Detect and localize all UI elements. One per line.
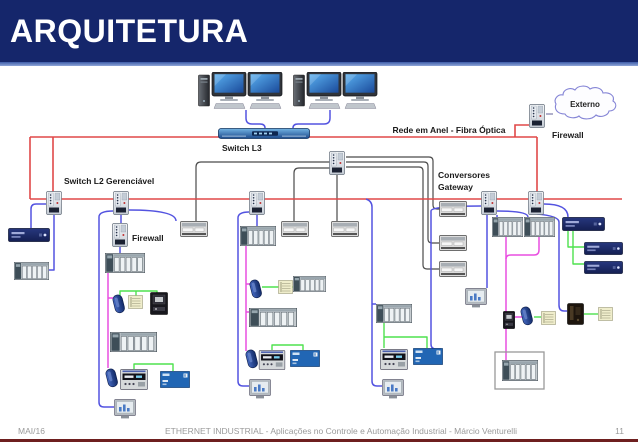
gateway-converter-icon bbox=[439, 201, 467, 217]
transmitter-icon bbox=[248, 278, 263, 300]
gateway-label-line1: Conversores bbox=[438, 170, 490, 180]
footer-date: MAI/16 bbox=[18, 425, 45, 436]
footer-page-number: 11 bbox=[615, 425, 624, 436]
diagram-area: Switch L3 Rede em Anel - Fibra Óptica Sw… bbox=[0, 66, 638, 422]
field-instrument-icon bbox=[541, 311, 556, 325]
devices bbox=[8, 72, 623, 419]
plc-icon bbox=[492, 217, 523, 237]
gateway-converter-icon bbox=[331, 221, 359, 237]
hmi-icon bbox=[382, 379, 404, 399]
gateway-label-line2: Gateway bbox=[438, 182, 473, 192]
firewall-left-label: Firewall bbox=[132, 233, 164, 243]
workstation-icon bbox=[198, 72, 283, 109]
field-instrument-icon bbox=[128, 295, 143, 309]
diagram-labels: Switch L3 Rede em Anel - Fibra Óptica Sw… bbox=[64, 100, 600, 243]
switch-l2-icon bbox=[528, 191, 544, 215]
slide-header: ARQUITETURA bbox=[0, 0, 638, 62]
switch-l3-icon bbox=[218, 128, 310, 139]
plc-icon bbox=[14, 262, 49, 280]
panel-frame bbox=[494, 351, 545, 390]
gateway-converter-icon bbox=[281, 221, 309, 237]
plc-icon bbox=[240, 226, 276, 246]
core-switch-icon bbox=[329, 151, 345, 175]
firewall-left-icon bbox=[112, 223, 128, 247]
field-instrument-icon bbox=[598, 307, 613, 321]
gateway-converter-icon bbox=[180, 221, 208, 237]
transmitter-icon bbox=[244, 348, 259, 370]
workstation-icon bbox=[293, 72, 378, 109]
io-panel-icon bbox=[413, 348, 443, 365]
gateway-converter-icon bbox=[439, 235, 467, 251]
transmitter-icon bbox=[111, 293, 126, 315]
device-link-lines bbox=[119, 231, 598, 371]
hmi-icon bbox=[114, 399, 136, 419]
switch-l2-icon bbox=[46, 191, 62, 215]
switch-l2-icon bbox=[481, 191, 497, 215]
switch-l2-icon bbox=[113, 191, 129, 215]
footer-caption: ETHERNET INDUSTRIAL - Aplicações no Cont… bbox=[165, 425, 517, 436]
switch-l3-label: Switch L3 bbox=[222, 143, 262, 153]
io-panel-icon bbox=[160, 371, 190, 388]
motor-device-icon bbox=[567, 303, 584, 325]
hmi-icon bbox=[249, 379, 271, 399]
fieldbus-lines bbox=[107, 237, 540, 368]
rack-server-icon bbox=[562, 217, 605, 231]
gateway-converter-icon bbox=[439, 261, 467, 277]
rack-server-icon bbox=[584, 261, 623, 274]
slide-footer: MAI/16 ETHERNET INDUSTRIAL - Aplicações … bbox=[0, 422, 638, 439]
vfd-drive-icon bbox=[120, 369, 148, 390]
field-instrument-icon bbox=[278, 280, 293, 294]
firewall-top-label: Firewall bbox=[552, 130, 584, 140]
field-device-icon bbox=[503, 311, 515, 329]
transmitter-icon bbox=[104, 367, 119, 389]
plc-icon bbox=[502, 360, 538, 381]
plc-icon bbox=[105, 253, 145, 273]
rack-server-icon bbox=[584, 242, 623, 255]
remote-io-icon bbox=[293, 276, 326, 292]
plc-icon bbox=[249, 308, 297, 327]
header-divider bbox=[0, 62, 638, 66]
page-title: ARQUITETURA bbox=[10, 12, 249, 49]
plc-icon bbox=[376, 304, 412, 323]
vfd-drive-icon bbox=[380, 349, 408, 370]
plc-icon bbox=[524, 217, 555, 237]
io-panel-icon bbox=[290, 350, 320, 367]
hmi-icon bbox=[465, 288, 487, 308]
motor-starter-icon bbox=[150, 292, 168, 315]
network-diagram: Switch L3 Rede em Anel - Fibra Óptica Sw… bbox=[8, 72, 623, 419]
transmitter-icon bbox=[519, 305, 534, 327]
external-cloud-label: Externo bbox=[570, 100, 600, 109]
switch-l2-icon bbox=[249, 191, 265, 215]
ring-label: Rede em Anel - Fibra Óptica bbox=[392, 124, 505, 135]
vfd-drive-icon bbox=[258, 350, 286, 370]
plc-icon bbox=[110, 332, 157, 352]
switch-l2-label: Switch L2 Gerenciável bbox=[64, 176, 154, 186]
ethernet-lines bbox=[30, 110, 569, 408]
firewall-top-icon bbox=[529, 104, 545, 128]
footer-bar bbox=[0, 439, 638, 442]
rack-server-icon bbox=[8, 228, 50, 242]
